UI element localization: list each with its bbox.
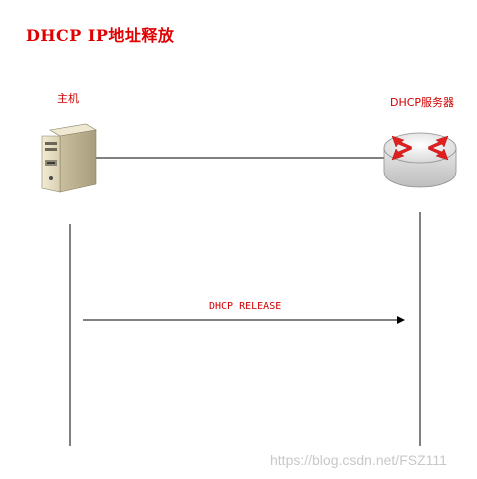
server-tower-icon <box>41 123 97 193</box>
diagram-title: DHCP IP地址释放 <box>26 26 175 45</box>
release-message-label: DHCP RELEASE <box>209 301 282 312</box>
watermark: https://blog.csdn.net/FSZ111 <box>270 452 447 468</box>
host-label: 主机 <box>57 92 79 105</box>
router-icon <box>383 132 457 188</box>
server-label: DHCP服务器 <box>390 96 455 109</box>
